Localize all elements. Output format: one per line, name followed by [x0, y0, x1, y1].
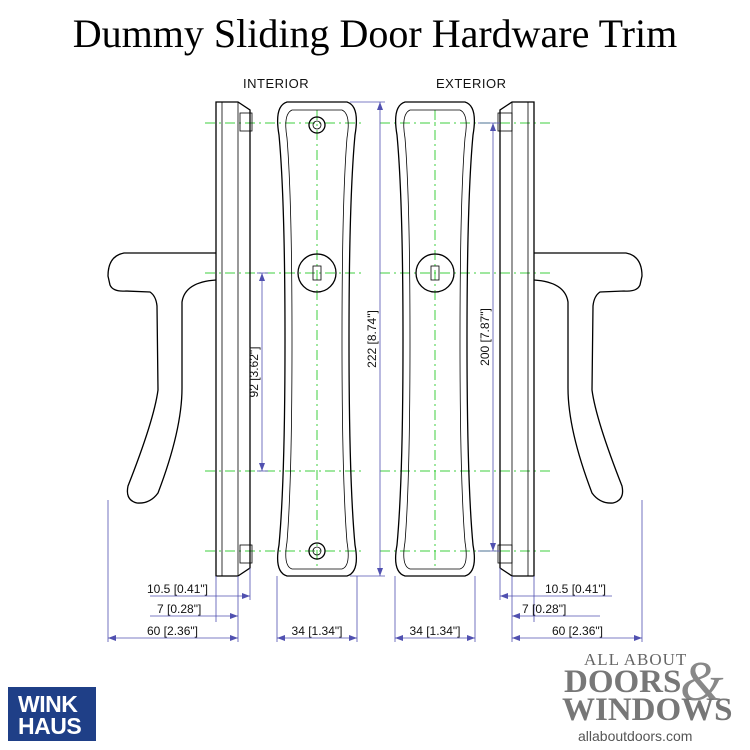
- interior-plate: [276, 101, 358, 577]
- interior-bottom-screw-hole: [308, 542, 326, 560]
- interior-plate-width-label: 34 [1.34"]: [292, 624, 343, 638]
- winkhaus-logo-line2: HAUS: [18, 713, 82, 739]
- right-depth-total-label: 60 [2.36"]: [552, 624, 603, 638]
- interior-spindle-boss: [297, 253, 337, 293]
- left-depth-total-label: 60 [2.36"]: [147, 624, 198, 638]
- logo-windows: WINDOWS: [562, 692, 733, 728]
- plate-length-label: 222 [8.74"]: [365, 310, 379, 368]
- hole-spacing-label: 92 [3.62"]: [247, 347, 261, 398]
- winkhaus-logo-line1: WINK: [18, 691, 78, 717]
- exterior-plate: [394, 101, 476, 577]
- right-horizontal-dimensions: [499, 500, 643, 642]
- interior-top-screw-hole: [308, 116, 326, 134]
- exterior-heading: EXTERIOR: [436, 76, 506, 91]
- exterior-side-profile: [497, 101, 643, 577]
- right-depth-small-label: 10.5 [0.41"]: [545, 582, 606, 596]
- left-horizontal-dimensions: [107, 500, 251, 642]
- exterior-plate-width-label: 34 [1.34"]: [410, 624, 461, 638]
- mount-spacing-label: 200 [7.87"]: [478, 308, 492, 366]
- logo-doors: DOORS: [564, 664, 682, 700]
- left-depth-mid-label: 7 [0.28"]: [157, 602, 201, 616]
- right-depth-mid-label: 7 [0.28"]: [522, 602, 566, 616]
- vertical-dimensions: [257, 101, 500, 577]
- logo-url: allaboutdoors.com: [578, 728, 693, 744]
- logo-ampersand: &: [680, 651, 724, 713]
- logo-all-about: ALL ABOUT: [584, 650, 688, 669]
- exterior-spindle-boss: [415, 253, 455, 293]
- allaboutdoors-logo: & ALL ABOUT DOORS WINDOWS allaboutdoors.…: [560, 650, 746, 748]
- page-title: Dummy Sliding Door Hardware Trim: [72, 11, 678, 56]
- winkhaus-logo: WINK HAUS: [8, 687, 96, 741]
- left-depth-small-label: 10.5 [0.41"]: [147, 582, 208, 596]
- interior-side-profile: [107, 101, 253, 577]
- interior-heading: INTERIOR: [243, 76, 309, 91]
- plate-width-dimensions: [276, 576, 476, 642]
